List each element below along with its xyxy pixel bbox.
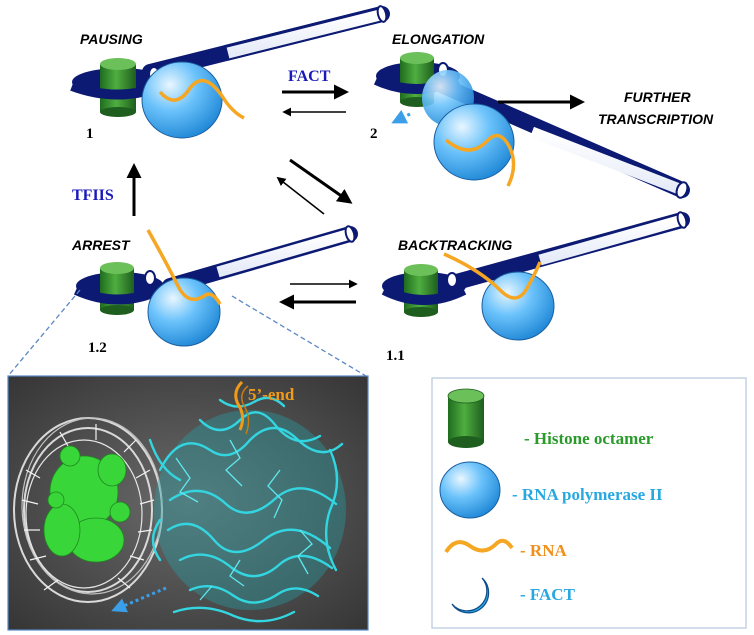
arrest-number: 1.2 (88, 340, 107, 356)
pausing-label: PAUSING (80, 31, 143, 47)
rna-polymerase (141, 61, 223, 139)
arrest-label: ARREST (71, 237, 131, 253)
movement-arrow (391, 109, 411, 124)
fact-factor-label: FACT (288, 68, 331, 85)
histone-octamer (100, 262, 134, 315)
histone-core-structure (43, 445, 131, 563)
tfiis-factor-label: TFIIS (72, 187, 114, 204)
legend-polymerase-label: - RNA polymerase II (512, 485, 663, 504)
legend-rna-label: - RNA (520, 541, 567, 560)
backtracking-state (381, 211, 690, 341)
rna-strand (146, 229, 222, 305)
transition-arrows (126, 84, 585, 310)
elongation-label: ELONGATION (392, 31, 485, 47)
arrow-pausing-to-backtracking (289, 158, 353, 204)
nucleosome-dna (13, 417, 163, 603)
further-transcription-line2: TRANSCRIPTION (598, 111, 714, 127)
rna-strand (444, 133, 516, 187)
legend-polymerase-icon (439, 461, 501, 519)
backtracking-label: BACKTRACKING (398, 237, 512, 253)
zoom-line-right (231, 295, 367, 377)
legend-fact-icon (451, 577, 490, 614)
histone-octamer (100, 58, 136, 117)
histone-octamer (404, 264, 438, 317)
five-prime-end-label: 5’-end (248, 385, 295, 404)
pausing-number: 1 (86, 126, 94, 142)
arrow-backtracking-to-pausing (276, 176, 325, 215)
rna-structure (234, 380, 245, 431)
rna-polymerase (147, 277, 221, 347)
legend-rna-icon (444, 538, 514, 554)
arrest-state (73, 225, 358, 347)
elongation-number: 2 (370, 126, 378, 142)
further-transcription-line1: FURTHER (624, 89, 692, 105)
polymerase-structure-detail (175, 439, 313, 601)
rna-strand (443, 252, 542, 300)
legend: - Histone octamer - RNA polymerase II - … (431, 377, 747, 629)
legend-fact-label: - FACT (520, 585, 576, 604)
pausing-state (70, 5, 390, 139)
backtracking-number: 1.1 (386, 348, 405, 364)
rna-polymerase (433, 103, 515, 181)
legend-histone-label: - Histone octamer (524, 429, 654, 448)
elongation-state (373, 52, 690, 199)
rna-strand (158, 78, 245, 120)
structure-panel (7, 375, 369, 631)
zoom-line-left (7, 289, 81, 377)
legend-histone-icon (447, 388, 485, 448)
